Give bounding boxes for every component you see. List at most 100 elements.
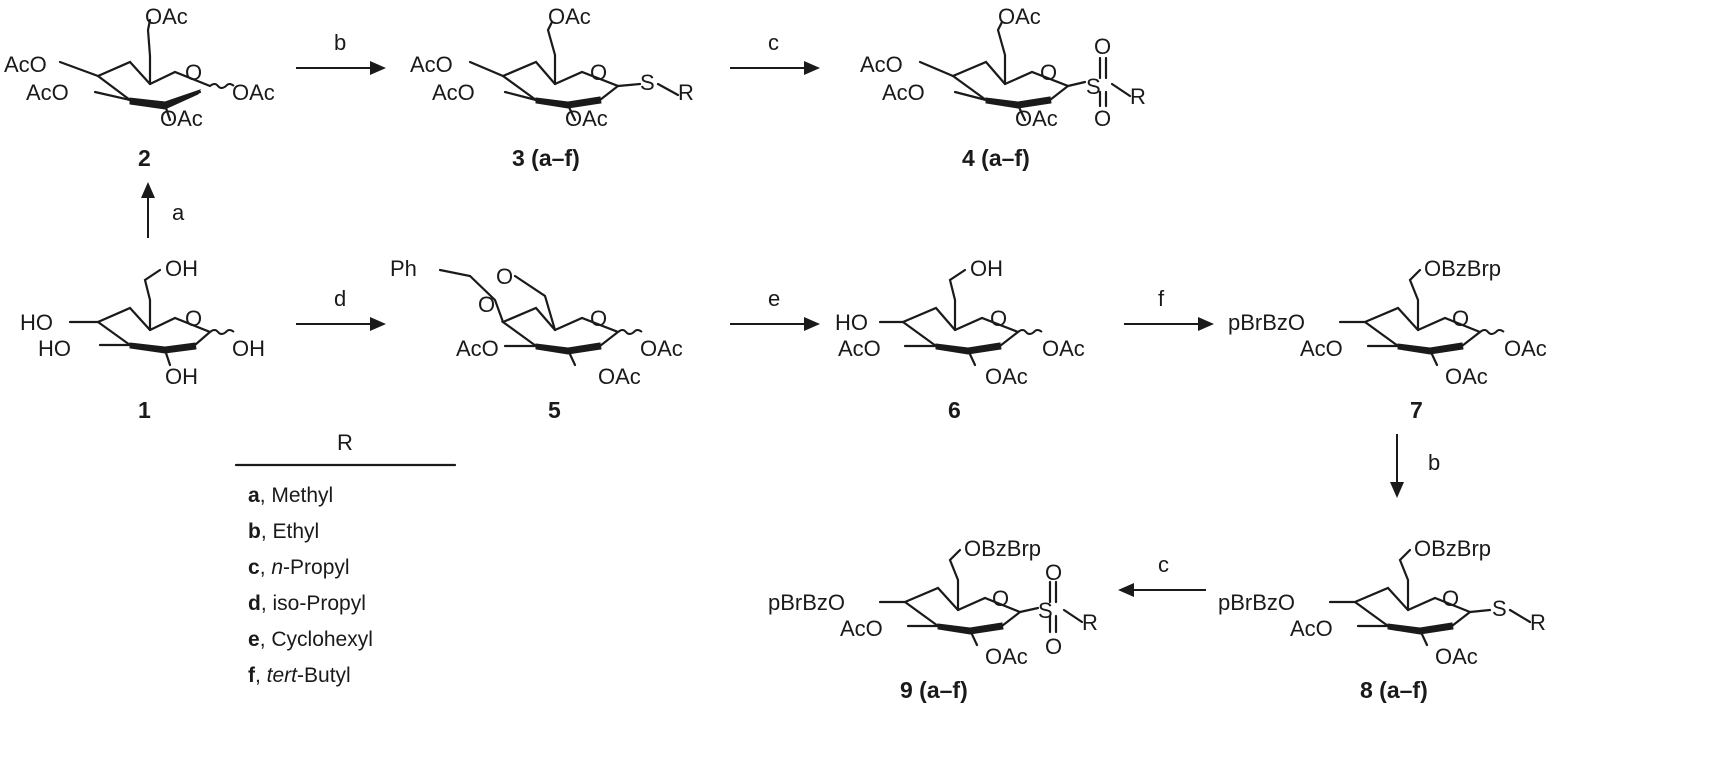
arrow-b-label: b bbox=[334, 30, 346, 55]
c3-label: 3 (a–f) bbox=[512, 145, 580, 171]
r-row-a: a, Methyl bbox=[248, 484, 333, 507]
arrow-a: a bbox=[141, 182, 185, 238]
c5-s3: AcO bbox=[456, 336, 499, 361]
r-row-f-key: f bbox=[248, 664, 256, 687]
c9-s2: OAc bbox=[985, 644, 1028, 669]
c4-s2: OAc bbox=[1015, 106, 1058, 131]
c8-s3: AcO bbox=[1290, 616, 1333, 641]
c4-sulfonyl-oxygen-bottom: O bbox=[1094, 106, 1111, 131]
c9-sulfonyl-oxygen-top: O bbox=[1045, 560, 1062, 585]
c7-s2: OAc bbox=[1445, 364, 1488, 389]
compound-6: OH O HO AcO OAc OAc 6 bbox=[835, 256, 1085, 423]
c2-s6: OAc bbox=[145, 4, 188, 29]
arrow-e: e bbox=[730, 286, 820, 331]
c1-s4: HO bbox=[20, 310, 53, 335]
compound-4: OAc O AcO AcO OAc S O O R 4 (a–f) bbox=[860, 4, 1146, 171]
c1-s6: OH bbox=[165, 256, 198, 281]
arrow-f: f bbox=[1124, 286, 1214, 331]
c5-s1: OAc bbox=[640, 336, 683, 361]
compound-3: OAc O AcO AcO OAc S R 3 (a–f) bbox=[410, 4, 694, 171]
compound-8: OBzBrp O pBrBzO AcO OAc S R 8 (a–f) bbox=[1218, 536, 1546, 703]
c8-s2: OAc bbox=[1435, 644, 1478, 669]
r-row-f-name: -Butyl bbox=[297, 664, 351, 687]
ring-oxygen: O bbox=[185, 60, 202, 85]
c2-label: 2 bbox=[138, 145, 151, 171]
arrow-c-label: c bbox=[768, 30, 779, 55]
compound-1: OH O HO HO OH OH 1 bbox=[20, 256, 265, 423]
c4-s6: OAc bbox=[998, 4, 1041, 29]
c7-s6: OBzBrp bbox=[1424, 256, 1501, 281]
c1-label: 1 bbox=[138, 397, 151, 423]
c9-sulfur: S bbox=[1038, 598, 1053, 623]
c9-s6: OBzBrp bbox=[964, 536, 1041, 561]
arrow-b: b bbox=[296, 30, 386, 75]
c3-sulfur: S bbox=[640, 70, 655, 95]
r-row-b-key: b bbox=[248, 520, 261, 543]
arrow-b-second-label: b bbox=[1428, 450, 1440, 475]
c4-r: R bbox=[1130, 84, 1146, 109]
c6-s3: AcO bbox=[838, 336, 881, 361]
arrow-f-label: f bbox=[1158, 286, 1165, 311]
c5-label: 5 bbox=[548, 397, 561, 423]
r-row-c: c, n-Propyl bbox=[248, 556, 350, 579]
c7-ring-oxygen: O bbox=[1452, 306, 1469, 331]
arrow-d: d bbox=[296, 286, 386, 331]
c7-s1: OAc bbox=[1504, 336, 1547, 361]
c8-s6: OBzBrp bbox=[1414, 536, 1491, 561]
c7-s4: pBrBzO bbox=[1228, 310, 1305, 335]
c9-r: R bbox=[1082, 610, 1098, 635]
c8-r: R bbox=[1530, 610, 1546, 635]
c6-s2: OAc bbox=[985, 364, 1028, 389]
r-row-e-name: Cyclohexyl bbox=[271, 628, 373, 651]
c7-s3: AcO bbox=[1300, 336, 1343, 361]
c2-s2: OAc bbox=[160, 106, 203, 131]
arrow-e-label: e bbox=[768, 286, 780, 311]
c3-ring-oxygen: O bbox=[590, 60, 607, 85]
c9-label: 9 (a–f) bbox=[900, 677, 968, 703]
c1-s1: OH bbox=[232, 336, 265, 361]
r-row-d: d, iso-Propyl bbox=[248, 592, 366, 615]
c3-s6: OAc bbox=[548, 4, 591, 29]
c4-s3: AcO bbox=[882, 80, 925, 105]
c2-s1: OAc bbox=[232, 80, 275, 105]
r-row-c-name: -Propyl bbox=[283, 556, 350, 579]
c9-s4: pBrBzO bbox=[768, 590, 845, 615]
c1-s3: HO bbox=[38, 336, 71, 361]
c8-ring-oxygen: O bbox=[1442, 586, 1459, 611]
r-table-header: R bbox=[337, 430, 353, 455]
r-table: R a, Methyl b, Ethyl c, n-Propyl d, iso-… bbox=[234, 430, 457, 687]
r-row-c-prefix: n bbox=[271, 556, 283, 579]
c8-s4: pBrBzO bbox=[1218, 590, 1295, 615]
c6-s1: OAc bbox=[1042, 336, 1085, 361]
c4-s4: AcO bbox=[860, 52, 903, 77]
compound-2: OAc O AcO AcO OAc OAc 2 bbox=[4, 4, 275, 171]
c5-s2: OAc bbox=[598, 364, 641, 389]
c2-s4: AcO bbox=[4, 52, 47, 77]
c5-ring-oxygen: O bbox=[590, 306, 607, 331]
r-row-a-key: a bbox=[248, 484, 260, 507]
compound-5: Ph O O O AcO OAc OAc 5 bbox=[390, 256, 683, 423]
c6-label: 6 bbox=[948, 397, 961, 423]
arrow-c-second-label: c bbox=[1158, 552, 1169, 577]
c3-s4: AcO bbox=[410, 52, 453, 77]
arrow-b-second: b bbox=[1390, 434, 1440, 498]
r-row-b-name: Ethyl bbox=[273, 520, 320, 543]
c5-acetal-oxygen-bottom: O bbox=[478, 292, 495, 317]
c8-label: 8 (a–f) bbox=[1360, 677, 1428, 703]
r-row-b: b, Ethyl bbox=[248, 520, 319, 543]
c1-s2: OH bbox=[165, 364, 198, 389]
r-row-f: f, tert-Butyl bbox=[248, 664, 351, 687]
r-row-a-name: Methyl bbox=[271, 484, 333, 507]
c5-acetal-oxygen-top: O bbox=[496, 264, 513, 289]
c6-s6: OH bbox=[970, 256, 1003, 281]
r-row-e-key: e bbox=[248, 628, 260, 651]
compound-7: OBzBrp O pBrBzO AcO OAc OAc 7 bbox=[1228, 256, 1547, 423]
c4-label: 4 (a–f) bbox=[962, 145, 1030, 171]
r-row-c-key: c bbox=[248, 556, 260, 579]
arrow-c-second: c bbox=[1118, 552, 1206, 597]
c4-sulfur: S bbox=[1086, 74, 1101, 99]
arrow-d-label: d bbox=[334, 286, 346, 311]
arrow-a-label: a bbox=[172, 200, 185, 225]
c9-sulfonyl-oxygen-bottom: O bbox=[1045, 634, 1062, 659]
